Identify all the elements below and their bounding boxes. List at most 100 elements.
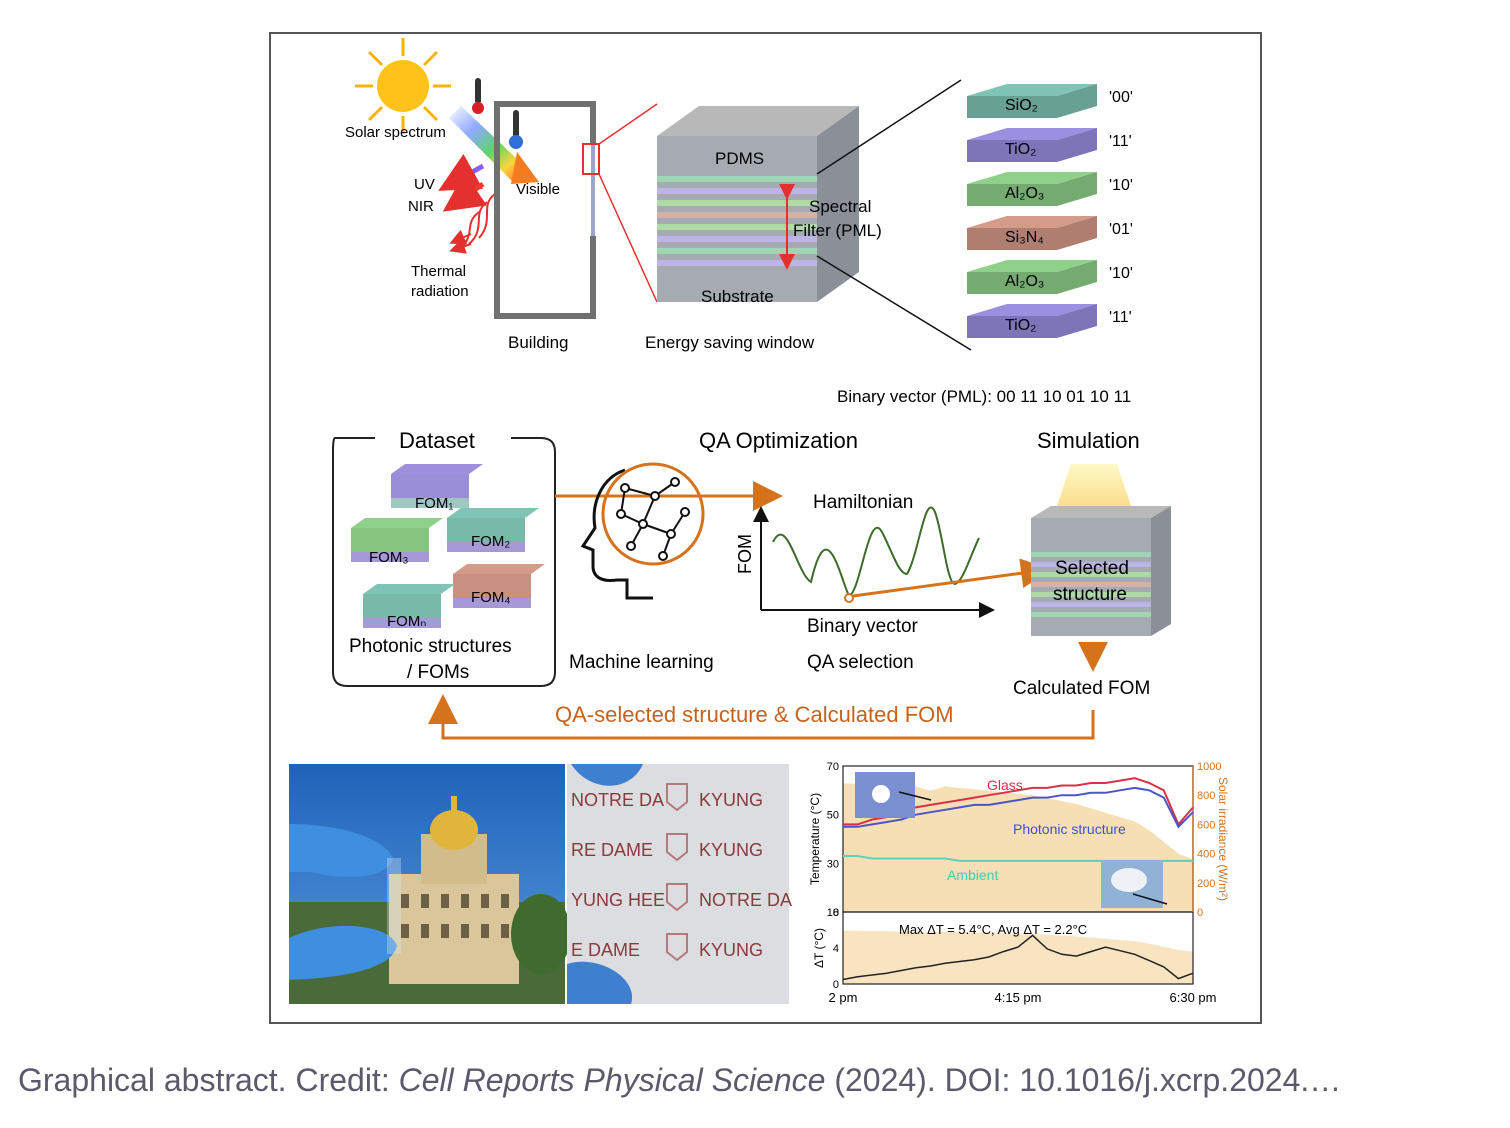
- delta-y-tick-label: 0: [833, 979, 839, 991]
- fom-block-4: [453, 564, 545, 608]
- photonic-label-line2: / FOMs: [407, 662, 469, 683]
- layer-material-label: Al₂O₃: [1005, 273, 1044, 290]
- caption-prefix: Graphical abstract. Credit:: [18, 1062, 399, 1098]
- layer-2: TiO₂ '11': [967, 128, 1132, 162]
- light-beam: [449, 106, 533, 182]
- layer-3: Al₂O₃ '10': [967, 172, 1133, 206]
- fom4-label: FOM₄: [471, 589, 510, 606]
- pdms-label: PDMS: [715, 149, 764, 168]
- visible-label: Visible: [516, 181, 560, 198]
- layer-6: TiO₂ '11': [967, 304, 1132, 338]
- photonic-label-line1: Photonic structures: [349, 636, 512, 657]
- machine-learning-head-icon: [580, 462, 705, 600]
- thermometer-cool-icon: [509, 110, 523, 149]
- calculated-fom-label: Calculated FOM: [1013, 678, 1150, 699]
- layers-zoom-line-bottom: [816, 255, 972, 351]
- y-tick-label: 10: [827, 907, 839, 919]
- layer-material-label: SiO₂: [1005, 97, 1038, 114]
- y-axis-label: Temperature (°C): [808, 793, 822, 885]
- y-tick-label: 50: [827, 810, 839, 822]
- y-tick-label: 30: [827, 858, 839, 870]
- layer-code-label: '10': [1109, 265, 1133, 282]
- visible-light-arrow-icon: [511, 152, 539, 184]
- y2-tick-label: 200: [1197, 878, 1215, 890]
- crest-icon: [666, 783, 688, 812]
- nir-arrow-icon: [442, 172, 488, 212]
- fom1-label: FOM₁: [415, 495, 453, 512]
- figure-canvas: Solar spectrum UV NIR Thermal radiation …: [289, 38, 1230, 1005]
- layer-4: Si₃N₄ '01': [967, 216, 1133, 250]
- delta-y-tick-label: 4: [833, 943, 839, 955]
- y2-tick-label: 1000: [1197, 761, 1221, 773]
- layer-material-label: TiO₂: [1005, 141, 1036, 158]
- building-label: Building: [508, 333, 569, 352]
- caption-suffix: (2024). DOI: 10.1016/j.xcrp.2024.…: [825, 1062, 1342, 1098]
- legend-photonic-structure: Photonic structure: [1013, 821, 1126, 837]
- hamiltonian-plot: [753, 506, 995, 618]
- layer-1: SiO₂ '00': [967, 84, 1133, 118]
- legend-glass: Glass: [987, 777, 1023, 793]
- uv-arrow-icon: [438, 153, 485, 191]
- feedback-loop-arrow: [428, 694, 1095, 740]
- window-stack-cube: [657, 106, 859, 302]
- delta-annotation: Max ΔT = 5.4°C, Avg ΔT = 2.2°C: [899, 922, 1087, 937]
- solar-irradiance-area-lower: [843, 930, 1193, 984]
- banner-text-right: KYUNG: [699, 790, 763, 810]
- window-zoom-box: [582, 143, 600, 175]
- layer-code-label: '01': [1109, 221, 1133, 238]
- y-tick-label: 70: [827, 761, 839, 773]
- banner-text-right: NOTRE DA: [699, 890, 792, 910]
- banner-text-left: E DAME: [571, 940, 640, 960]
- fom2-label: FOM₂: [471, 533, 510, 550]
- layer-material-label: TiO₂: [1005, 317, 1036, 334]
- fom-block-n: [363, 584, 455, 628]
- layer-code-label: '00': [1109, 89, 1133, 106]
- figure-caption: Graphical abstract. Credit: Cell Reports…: [18, 1062, 1506, 1099]
- y2-axis-label: Solar irradiance (W/m²): [1216, 777, 1230, 901]
- window-label: Energy saving window: [645, 333, 815, 352]
- selected-structure-cube: [1031, 506, 1171, 636]
- inset-sun-glare: [872, 785, 890, 803]
- fom-block-1: [391, 464, 483, 508]
- delta-t-line: [842, 934, 1194, 981]
- inset-cloud-pointer: [1132, 893, 1168, 905]
- layer-code-label: '11': [1109, 309, 1132, 326]
- banner-text-left: RE DAME: [571, 840, 653, 860]
- y2-tick-label: 800: [1197, 790, 1215, 802]
- layers-zoom-line-top: [816, 79, 962, 175]
- fom-block-2: [447, 508, 539, 552]
- sun-icon: [355, 38, 451, 134]
- nir-label: NIR: [408, 198, 434, 215]
- spectral-label-line2: Filter (PML): [793, 221, 882, 240]
- graphical-abstract-figure: Solar spectrum UV NIR Thermal radiation …: [269, 32, 1262, 1024]
- qa-to-simulation-arrow: [852, 558, 1051, 598]
- machine-learning-label: Machine learning: [569, 652, 714, 673]
- banner-text-left: YUNG HEE: [571, 890, 665, 910]
- layer-material-label: Si₃N₄: [1005, 229, 1044, 246]
- fom-axis-label: FOM: [735, 534, 755, 574]
- zoom-line-top: [598, 103, 658, 145]
- substrate-label: Substrate: [701, 287, 774, 306]
- y2-tick-label: 0: [1197, 907, 1203, 919]
- simulation-title: Simulation: [1037, 428, 1140, 453]
- delta-y-axis-label: ΔT (°C): [812, 928, 826, 968]
- dataset-title: Dataset: [399, 428, 475, 453]
- fom-block-3: [351, 518, 443, 562]
- y2-tick-label: 400: [1197, 849, 1215, 861]
- hamiltonian-label: Hamiltonian: [813, 492, 913, 513]
- qa-optimization-title: QA Optimization: [699, 428, 858, 453]
- layer-stack: SiO₂ '00' TiO₂ '11' Al₂O₃ '10' Si₃N₄ '01' Al₂O₃ '…: [967, 84, 1133, 338]
- binary-vector-label: Binary vector (PML): 00 11 10 01 10 11: [837, 387, 1131, 406]
- fomn-label: FOMₙ: [387, 613, 426, 630]
- layer-material-label: Al₂O₃: [1005, 185, 1044, 202]
- thermal-radiation-arrows-icon: [449, 193, 496, 254]
- x-tick-label: 2 pm: [829, 990, 858, 1005]
- delta-y-tick-label: 8: [833, 907, 839, 919]
- layer-code-label: '11': [1109, 133, 1132, 150]
- building-icon: [494, 101, 599, 319]
- legend-ambient: Ambient: [947, 867, 998, 883]
- spectral-label-line1: Spectral: [809, 197, 871, 216]
- layer-code-label: '10': [1109, 177, 1133, 194]
